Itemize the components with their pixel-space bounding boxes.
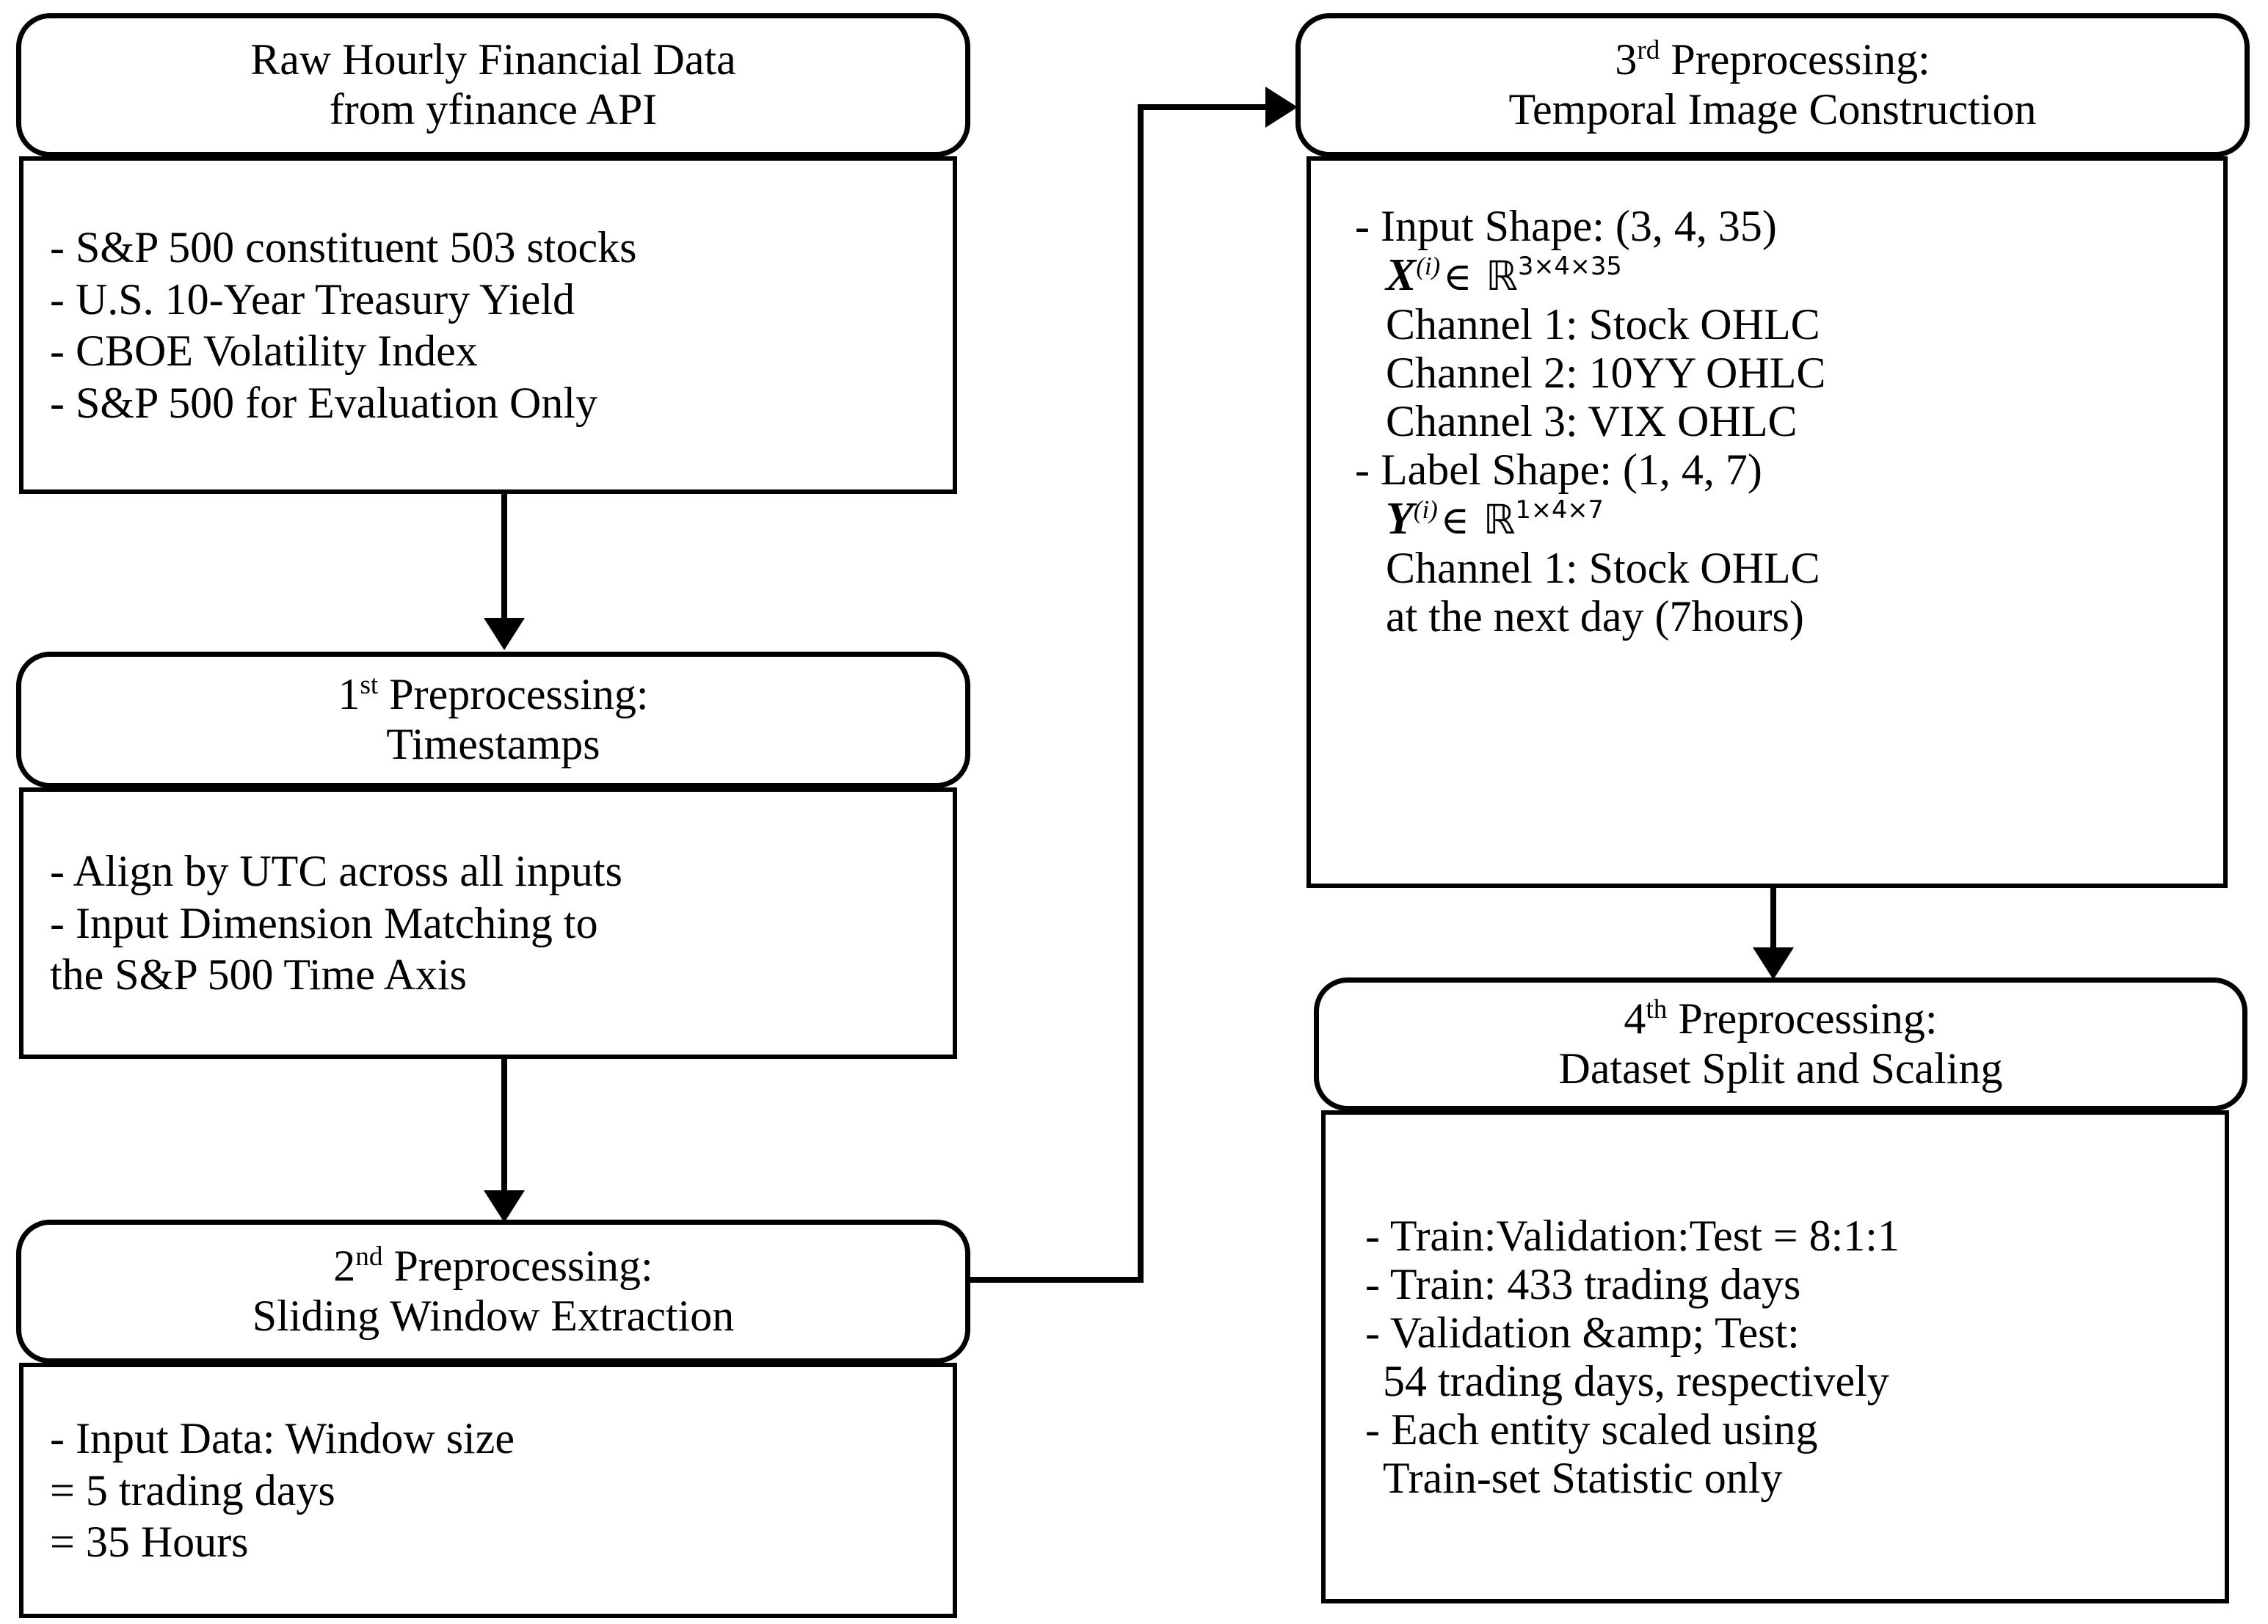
- connector-prep3-to-prep4-line: [1770, 886, 1776, 960]
- node-prep2-item-1: - Input Data: Window size: [50, 1414, 515, 1463]
- node-prep3-label-channel-1: Channel 1: Stock OHLC: [1386, 544, 1820, 593]
- node-prep4-body: - Train:Validation:Test = 8:1:1 - Train:…: [1321, 1110, 2229, 1603]
- node-prep3-input-var-superscript: (i): [1416, 252, 1441, 280]
- node-prep3-input-dims: 3×4×35: [1518, 252, 1622, 280]
- connector-prep1-to-prep2-line: [501, 1059, 507, 1195]
- connector-prep3-to-prep4-arrowhead: [1753, 947, 1794, 980]
- node-prep3-input-channel-3: Channel 3: VIX OHLC: [1386, 397, 1798, 446]
- node-prep3-label-var: Y: [1386, 494, 1414, 545]
- node-prep4-item-6: Train-set Statistic only: [1383, 1454, 1783, 1502]
- node-prep3-label-math: Y(i)∈ ℝ1×4×7: [1355, 494, 2223, 544]
- node-prep1-body: - Align by UTC across all inputs - Input…: [19, 787, 957, 1059]
- node-prep3-input-channel-1: Channel 1: Stock OHLC: [1386, 300, 1820, 349]
- node-prep2-ordinal: 2: [333, 1242, 356, 1291]
- node-prep3-input-channel-2: Channel 2: 10YY OHLC: [1386, 349, 1826, 398]
- connector-prep1-to-prep2-arrowhead: [484, 1190, 525, 1223]
- node-prep2-header-line-2: Sliding Window Extraction: [252, 1292, 735, 1340]
- node-prep1-item-1: - Align by UTC across all inputs: [50, 847, 622, 896]
- node-prep1-item-2: - Input Dimension Matching to: [50, 898, 598, 947]
- node-prep3-header: 3rd Preprocessing: Temporal Image Constr…: [1295, 13, 2250, 157]
- element-of-icon: ∈: [1440, 500, 1469, 543]
- connector-prep2-to-prep3-segment-lower: [969, 1277, 1144, 1283]
- node-prep1-item-3: the S&P 500 Time Axis: [50, 950, 467, 999]
- node-prep3-body: - Input Shape: (3, 4, 35) X(i)∈ ℝ3×4×35 …: [1306, 156, 2228, 888]
- node-raw-data-item-1: - S&P 500 constituent 503 stocks: [50, 223, 637, 272]
- connector-prep2-to-prep3-segment-upper: [1138, 104, 1277, 110]
- node-prep2-header-rest: Preprocessing:: [382, 1242, 653, 1291]
- node-prep2-header-line-1: 2nd Preprocessing:: [333, 1242, 653, 1292]
- node-prep1-header: 1st Preprocessing: Timestamps: [16, 652, 970, 788]
- node-raw-data-item-2: - U.S. 10-Year Treasury Yield: [50, 274, 575, 324]
- node-raw-data-body: - S&P 500 constituent 503 stocks - U.S. …: [19, 156, 957, 494]
- node-prep3-ordinal: 3: [1615, 35, 1638, 84]
- node-raw-data-header: Raw Hourly Financial Data from yfinance …: [16, 13, 970, 157]
- node-prep4-header-line-1: 4th Preprocessing:: [1624, 994, 1937, 1044]
- node-prep4-item-1: - Train:Validation:Test = 8:1:1: [1365, 1212, 1900, 1260]
- node-prep1-header-line-2: Timestamps: [386, 720, 600, 768]
- node-prep3-label-shape-label: - Label Shape: (1, 4, 7): [1355, 445, 1762, 495]
- node-prep4-item-3: - Validation &amp; Test:: [1365, 1308, 1800, 1357]
- node-prep4-ordinal: 4: [1624, 994, 1646, 1044]
- node-prep4-header-rest: Preprocessing:: [1667, 994, 1938, 1044]
- node-prep1-header-line-1: 1st Preprocessing:: [338, 670, 648, 720]
- node-prep2-item-3: = 35 Hours: [50, 1518, 249, 1567]
- node-prep3-header-line-1: 3rd Preprocessing:: [1615, 35, 1930, 85]
- connector-raw-data-to-prep1-arrowhead: [484, 618, 525, 650]
- node-prep4-header-line-2: Dataset Split and Scaling: [1558, 1044, 2003, 1093]
- node-prep3-label-dims: 1×4×7: [1515, 495, 1604, 525]
- node-prep2-body: - Input Data: Window size = 5 trading da…: [19, 1363, 957, 1618]
- node-prep3-label-channel-2: at the next day (7hours): [1386, 592, 1804, 641]
- node-prep1-ordinal-suffix: st: [360, 670, 379, 701]
- node-prep2-header: 2nd Preprocessing: Sliding Window Extrac…: [16, 1220, 970, 1363]
- node-prep3-header-rest: Preprocessing:: [1660, 35, 1930, 84]
- node-prep1-header-rest: Preprocessing:: [378, 670, 649, 719]
- connector-prep2-to-prep3-arrowhead: [1265, 87, 1298, 128]
- connector-prep2-to-prep3-segment-vertical: [1138, 104, 1144, 1283]
- real-numbers-icon: ℝ: [1483, 497, 1516, 545]
- node-raw-data-item-3: - CBOE Volatility Index: [50, 327, 478, 375]
- node-raw-data-item-4: - S&P 500 for Evaluation Only: [50, 378, 598, 427]
- node-raw-data-header-line-2: from yfinance API: [329, 85, 658, 134]
- node-raw-data-header-line-1: Raw Hourly Financial Data: [250, 35, 736, 84]
- node-prep3-header-line-2: Temporal Image Construction: [1508, 85, 2037, 134]
- real-numbers-icon: ℝ: [1486, 253, 1519, 300]
- element-of-icon: ∈: [1443, 256, 1472, 299]
- node-prep4-item-4: 54 trading days, respectively: [1383, 1357, 1889, 1405]
- node-prep1-ordinal: 1: [338, 670, 360, 719]
- node-prep3-input-shape-label: - Input Shape: (3, 4, 35): [1355, 202, 1777, 250]
- connector-raw-data-to-prep1-line: [501, 494, 507, 622]
- node-prep2-ordinal-suffix: nd: [355, 1242, 383, 1272]
- node-prep4-item-2: - Train: 433 trading days: [1365, 1260, 1801, 1308]
- node-prep4-ordinal-suffix: th: [1646, 994, 1668, 1025]
- node-prep2-item-2: = 5 trading days: [50, 1465, 335, 1515]
- node-prep3-ordinal-suffix: rd: [1637, 35, 1660, 66]
- node-prep4-header: 4th Preprocessing: Dataset Split and Sca…: [1314, 977, 2247, 1111]
- node-prep3-label-var-superscript: (i): [1413, 495, 1438, 525]
- node-prep3-input-math: X(i)∈ ℝ3×4×35: [1355, 250, 2223, 300]
- node-prep4-item-5: - Each entity scaled using: [1365, 1405, 1818, 1454]
- node-prep3-input-var: X: [1386, 250, 1417, 300]
